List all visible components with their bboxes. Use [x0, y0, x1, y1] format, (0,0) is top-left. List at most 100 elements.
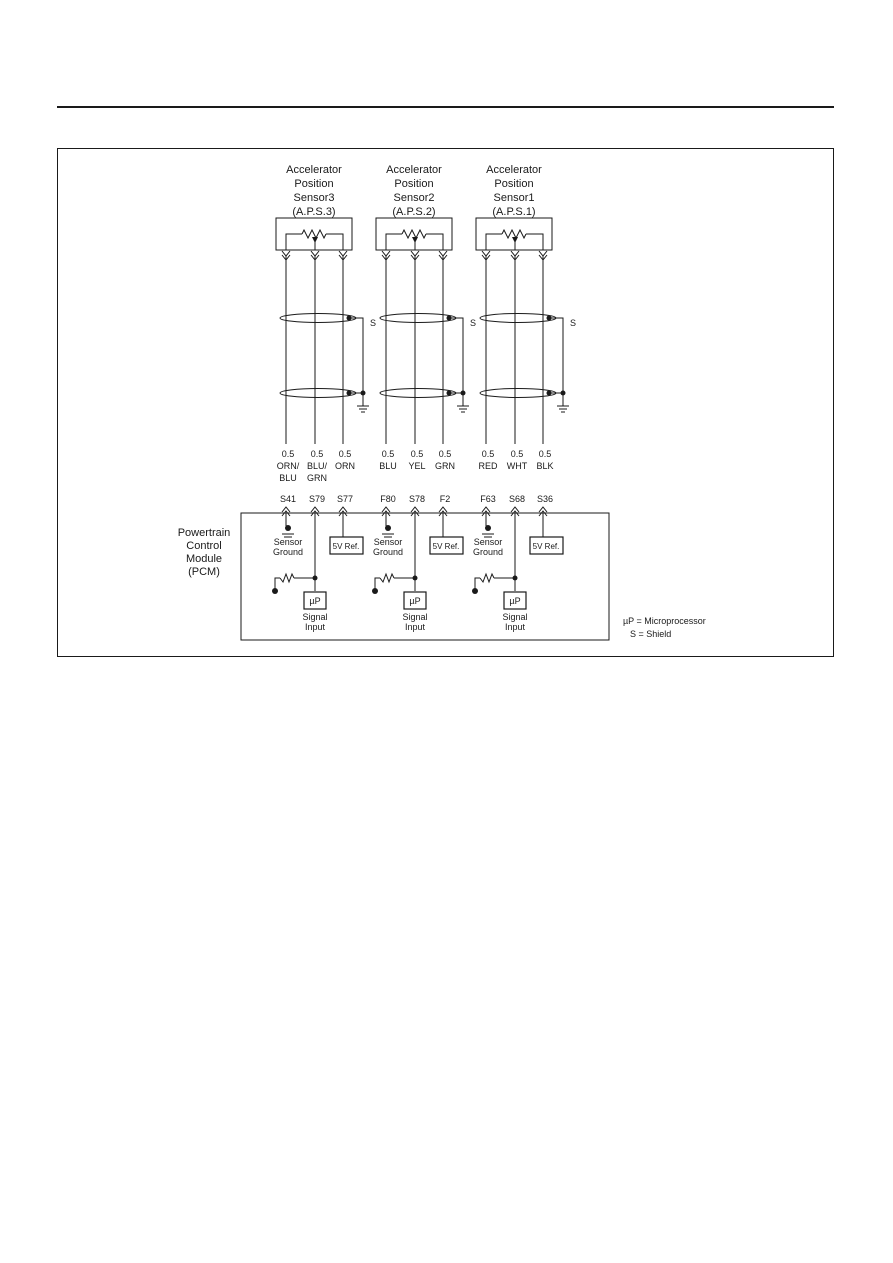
- pot-wire-right: [426, 233, 444, 250]
- pin-label: F63: [480, 494, 496, 504]
- sensor-ground-label: Ground: [273, 547, 303, 557]
- wire-color: ORN/: [277, 461, 300, 471]
- signal-input-label: Signal: [302, 612, 327, 622]
- connector-icon: [510, 510, 520, 517]
- ref-box: [429, 536, 464, 555]
- wire-gauge: 0.5: [439, 449, 452, 459]
- wire-color: ORN: [335, 461, 355, 471]
- wire-color: RED: [478, 461, 498, 471]
- pot-wire-left: [285, 233, 302, 250]
- connector-icon: [310, 506, 320, 513]
- pot-wire-right: [526, 233, 544, 250]
- micro-label: µP: [309, 596, 320, 606]
- signal-input-label: Input: [405, 622, 426, 632]
- connector-icon: [410, 510, 420, 517]
- wire-color: BLK: [536, 461, 553, 471]
- pin-label: S41: [280, 494, 296, 504]
- legend-micro: µP = Microprocessor: [623, 616, 706, 626]
- micro-label: µP: [409, 596, 420, 606]
- ref-box: [529, 536, 564, 555]
- sensor-ground-label: Ground: [373, 547, 403, 557]
- connector-icon: [438, 506, 448, 513]
- sensor-label-line: (A.P.S.2): [392, 206, 435, 218]
- signal-input-label: Input: [305, 622, 326, 632]
- connector-icon: [538, 510, 548, 517]
- pullup-wire: [474, 577, 480, 590]
- connector-icon: [281, 510, 291, 517]
- resistor-icon: [401, 228, 427, 240]
- micro-box: [403, 591, 427, 610]
- resistor-icon: [279, 572, 295, 584]
- sensor-label-line: Accelerator: [286, 164, 342, 176]
- connector-icon: [310, 250, 320, 257]
- wire-color: BLU: [279, 473, 297, 483]
- shield-label: S: [570, 318, 576, 328]
- connector-icon: [510, 506, 520, 513]
- sensor-group-3: AcceleratorPositionSensor1(A.P.S.1)S0.5R…: [472, 164, 576, 632]
- shield-drain: [449, 317, 464, 394]
- sensor-label-line: Position: [394, 178, 433, 190]
- wire-gauge: 0.5: [411, 449, 424, 459]
- ref-label: 5V Ref.: [333, 542, 360, 551]
- shield-drain: [349, 317, 364, 394]
- pin-label: S77: [337, 494, 353, 504]
- wire-color: BLU/: [307, 461, 328, 471]
- wire-color: GRN: [307, 473, 327, 483]
- connector-icon: [510, 250, 520, 257]
- pin-label: S36: [537, 494, 553, 504]
- pcm-label-line: (PCM): [188, 566, 220, 578]
- sensor-label-line: Sensor2: [394, 192, 435, 204]
- sensor-ground-label: Sensor: [274, 537, 303, 547]
- wire-color: YEL: [408, 461, 425, 471]
- ref-box: [329, 536, 364, 555]
- micro-label: µP: [509, 596, 520, 606]
- shield-node: [446, 390, 452, 396]
- sensor-label-line: Sensor1: [494, 192, 535, 204]
- wire-gauge: 0.5: [482, 449, 495, 459]
- wire-color: WHT: [507, 461, 528, 471]
- pullup-node: [472, 588, 478, 594]
- sensor-group-2: AcceleratorPositionSensor2(A.P.S.2)S0.5B…: [372, 164, 476, 632]
- pcm-box: [240, 512, 610, 641]
- pcm-label-line: Control: [186, 540, 221, 552]
- pullup-node: [372, 588, 378, 594]
- pcm-label-line: Powertrain: [178, 527, 231, 539]
- connector-icon: [338, 506, 348, 513]
- ground-node: [385, 525, 391, 531]
- connector-icon: [281, 506, 291, 513]
- sensor-label-line: Sensor3: [294, 192, 335, 204]
- wire-gauge: 0.5: [511, 449, 524, 459]
- signal-input-label: Signal: [402, 612, 427, 622]
- pin-label: S78: [409, 494, 425, 504]
- connector-icon: [481, 510, 491, 517]
- connector-icon: [410, 250, 420, 257]
- wire-color: GRN: [435, 461, 455, 471]
- signal-input-label: Input: [505, 622, 526, 632]
- connector-icon: [281, 250, 291, 257]
- resistor-icon: [301, 228, 327, 240]
- pot-wire-right: [326, 233, 344, 250]
- connector-icon: [381, 510, 391, 517]
- shield-ellipse-top: [479, 313, 557, 323]
- wiper-arrow-icon: [512, 237, 518, 243]
- pcm-label-line: Module: [186, 553, 222, 565]
- connector-icon: [381, 506, 391, 513]
- shield-drain: [549, 317, 564, 394]
- sensor-group-1: AcceleratorPositionSensor3(A.P.S.3)S0.5O…: [272, 164, 376, 632]
- connector-icon: [538, 250, 548, 257]
- micro-box: [303, 591, 327, 610]
- sensor-ground-label: Sensor: [374, 537, 403, 547]
- connector-icon: [438, 250, 448, 257]
- shield-ellipse-top: [379, 313, 457, 323]
- resistor-icon: [379, 572, 395, 584]
- shield-node: [546, 390, 552, 396]
- connector-icon: [381, 250, 391, 257]
- connector-icon: [438, 510, 448, 517]
- connector-icon: [310, 510, 320, 517]
- wiper-arrow-icon: [312, 237, 318, 243]
- shield-ellipse-bottom: [279, 388, 357, 398]
- wire-gauge: 0.5: [311, 449, 324, 459]
- sensors-layer: AcceleratorPositionSensor3(A.P.S.3)S0.5O…: [272, 164, 576, 632]
